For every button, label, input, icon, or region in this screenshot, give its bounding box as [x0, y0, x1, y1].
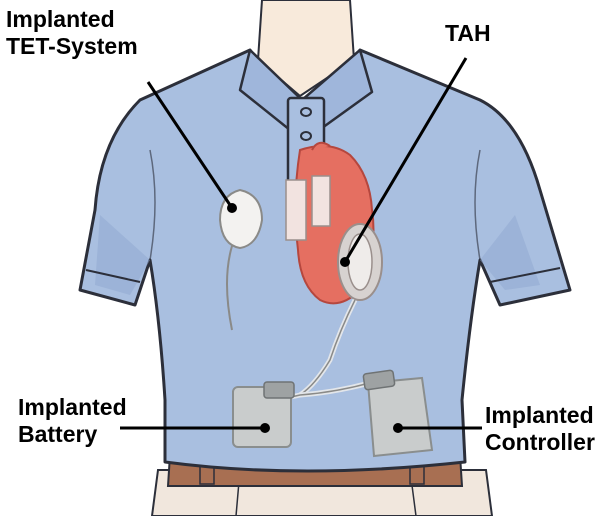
label-controller-line1: Implanted — [485, 402, 595, 429]
label-controller: Implanted Controller — [485, 402, 595, 456]
label-tet-system: Implanted TET-System — [6, 6, 138, 60]
label-tet-line2: TET-System — [6, 33, 138, 60]
battery-device — [233, 382, 294, 447]
label-battery-line2: Battery — [18, 421, 127, 448]
label-controller-line2: Controller — [485, 429, 595, 456]
label-battery: Implanted Battery — [18, 394, 127, 448]
label-tet-line1: Implanted — [6, 6, 138, 33]
controller-device — [363, 370, 432, 456]
label-tah: TAH — [445, 20, 491, 47]
label-battery-line1: Implanted — [18, 394, 127, 421]
label-tah-text: TAH — [445, 20, 491, 47]
